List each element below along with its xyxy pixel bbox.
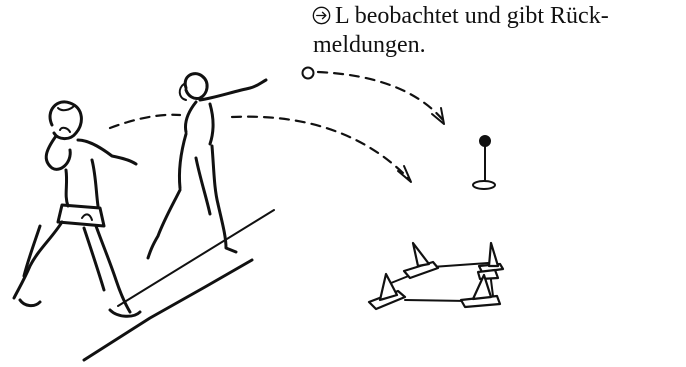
circled-right-arrow-icon (312, 6, 331, 25)
trajectory-arrowhead-ball (431, 107, 445, 125)
cone-icon (459, 273, 502, 309)
trajectory-athlete-two (230, 115, 412, 182)
trajectory-athlete-one (108, 113, 182, 130)
instruction-caption: L beobachtet und gibt Rück- meldungen. (312, 2, 682, 60)
athlete-one-figure (12, 100, 142, 318)
target-pole-icon (472, 135, 496, 190)
lane-line-upper (117, 209, 275, 307)
trajectory-arrowhead-two (397, 165, 412, 183)
cone-icon (367, 272, 407, 311)
cone-icon (402, 241, 440, 280)
caption-line-2: meldungen. (313, 32, 426, 58)
lane-line-lower (82, 258, 254, 362)
ball-icon (301, 66, 315, 80)
caption-line-1: L beobachtet und gibt Rück- (335, 3, 609, 29)
cone-square (367, 241, 505, 311)
trajectory-ball (316, 70, 445, 122)
cone-icon (476, 241, 505, 281)
athlete-two-figure (146, 72, 268, 260)
